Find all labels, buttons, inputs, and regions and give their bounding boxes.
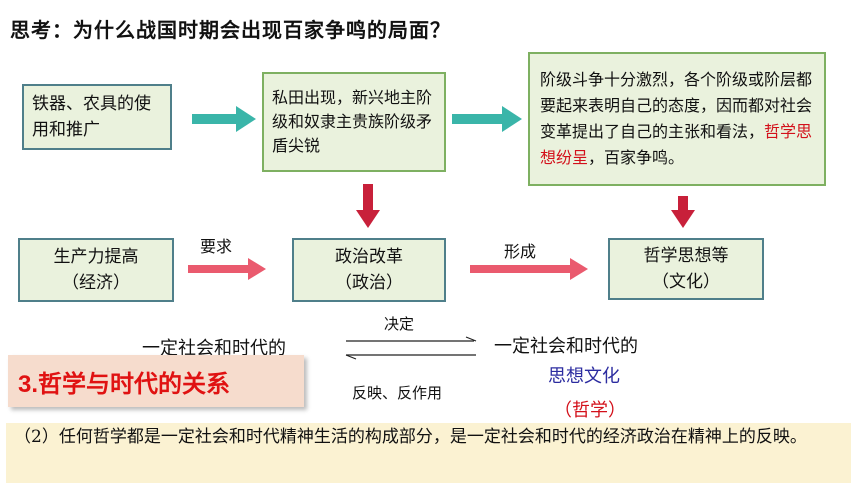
class-struggle-normal-text: 阶级斗争十分激烈，各个阶级或阶层都要起来表明自己的态度，因而都对社会变革提出了自…: [540, 70, 813, 141]
class-struggle-tail-text: ，百家争鸣。: [588, 148, 685, 167]
political-line2: （政治）: [335, 273, 403, 293]
arrow-productivity-to-politics: [188, 258, 266, 280]
box-productivity: 生产力提高 （经济）: [18, 238, 174, 302]
relation-bottom-label: 反映、反作用: [352, 384, 443, 402]
page-title: 思考：为什么战国时期会出现百家争鸣的局面？: [10, 18, 451, 42]
box-private-land: 私田出现，新兴地主阶级和奴隶主贵族阶级矛盾尖锐: [262, 72, 446, 172]
arrow-decide: [346, 336, 477, 342]
arrow-label-require: 要求: [200, 237, 233, 256]
productivity-line2: （经济）: [62, 273, 130, 293]
arrow-politics-to-philosophy: [470, 258, 588, 280]
philosophy-line1: 哲学思想等: [643, 246, 729, 266]
relation-right-blue: 思想文化: [548, 366, 620, 387]
box-philosophy: 哲学思想等 （文化）: [608, 238, 764, 300]
philosophy-flourish-text: 哲学思想纷呈: [540, 122, 813, 167]
note-text: （2）任何哲学都是一定社会和时代精神生活的构成部分，是一定社会和时代的经济政治在…: [14, 427, 807, 447]
box-class-struggle: 阶级斗争十分激烈，各个阶级或阶层都要起来表明自己的态度，因而都对社会变革提出了自…: [528, 52, 826, 186]
section-tag-text: 3.哲学与时代的关系: [18, 370, 231, 398]
arrow-land-to-struggle: [452, 106, 522, 132]
box-private-land-text: 私田出现，新兴地主阶级和奴隶主贵族阶级矛盾尖锐: [272, 88, 433, 155]
arrow-iron-to-land: [192, 106, 256, 132]
philosophy-line2: （文化）: [652, 272, 720, 292]
relation-right-red: （哲学）: [554, 400, 626, 421]
box-iron-tools-text: 铁器、农具的使用和推广: [32, 94, 151, 140]
relation-right-text: 一定社会和时代的: [494, 336, 638, 357]
note-box: （2）任何哲学都是一定社会和时代精神生活的构成部分，是一定社会和时代的经济政治在…: [6, 423, 851, 483]
arrow-reflect: [345, 354, 476, 360]
box-class-struggle-text: 阶级斗争十分激烈，各个阶级或阶层都要起来表明自己的态度，因而都对社会变革提出了自…: [530, 63, 824, 175]
relation-top-label: 决定: [384, 315, 415, 333]
box-political-reform: 政治改革 （政治）: [292, 238, 446, 302]
productivity-line1: 生产力提高: [53, 247, 139, 267]
arrow-land-down: [356, 184, 380, 228]
arrow-label-form: 形成: [504, 242, 537, 261]
box-iron-tools: 铁器、农具的使用和推广: [22, 84, 172, 150]
political-line1: 政治改革: [335, 247, 403, 267]
arrow-struggle-down: [671, 196, 695, 228]
section-tag: 3.哲学与时代的关系: [8, 355, 304, 407]
relation-left-text: 一定社会和时代的: [142, 338, 286, 359]
